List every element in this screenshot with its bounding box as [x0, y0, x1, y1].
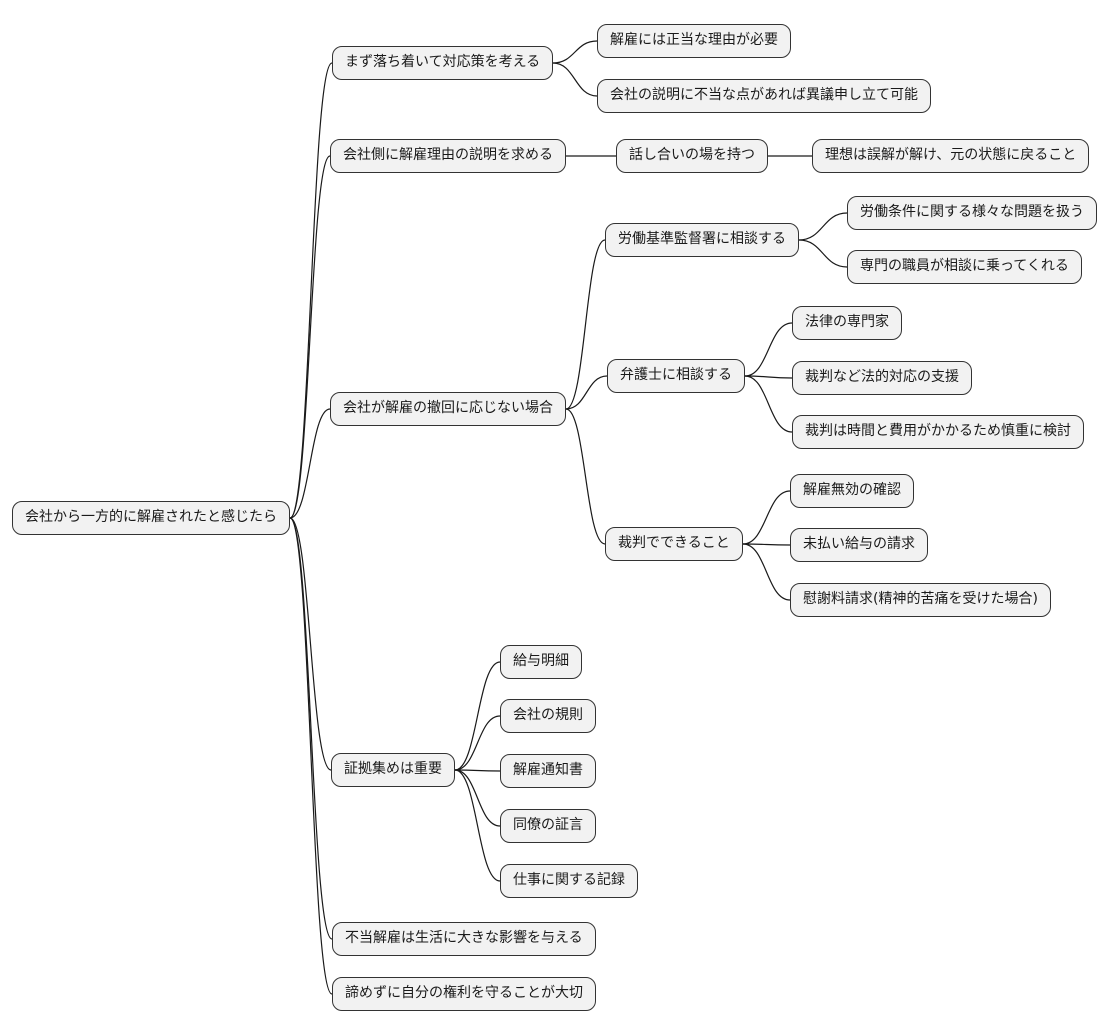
mindmap-node-handles-labor-issues: 労働条件に関する様々な問題を扱う [847, 196, 1097, 230]
mindmap-node-legal-expert: 法律の専門家 [792, 306, 902, 340]
mindmap-node-label: 裁判は時間と費用がかかるため慎重に検討 [805, 423, 1071, 439]
mindmap-node-label: 専門の職員が相談に乗ってくれる [860, 258, 1069, 274]
mindmap-node-label: 裁判など法的対応の支援 [805, 369, 959, 385]
mindmap-node-label: 理想は誤解が解け、元の状態に戻ること [825, 147, 1077, 163]
mindmap-edge [798, 239, 848, 268]
mindmap-edge [552, 62, 598, 97]
mindmap-node-dismissal-notice: 解雇通知書 [500, 754, 596, 788]
mindmap-node-protect-rights: 諦めずに自分の権利を守ることが大切 [332, 977, 596, 1011]
mindmap-node-consult-lawyer: 弁護士に相談する [607, 359, 745, 393]
mindmap-node-label: まず落ち着いて対応策を考える [345, 54, 541, 70]
mindmap-node-label: 解雇には正当な理由が必要 [610, 32, 778, 48]
mindmap-node-hold-discussion: 話し合いの場を持つ [616, 139, 768, 173]
mindmap-node-labor-bureau: 労働基準監督署に相談する [605, 223, 799, 257]
mindmap-node-unpaid-wages: 未払い給与の請求 [790, 528, 928, 562]
mindmap-node-label: 会社側に解雇理由の説明を求める [343, 147, 553, 163]
mindmap-node-calm-down: まず落ち着いて対応策を考える [332, 46, 554, 80]
mindmap-node-ideal-outcome: 理想は誤解が解け、元の状態に戻ること [812, 139, 1090, 173]
mindmap-node-label: 労働基準監督署に相談する [618, 231, 786, 247]
mindmap-edge [798, 212, 848, 241]
mindmap-edge [289, 62, 333, 519]
mindmap-node-ask-reason: 会社側に解雇理由の説明を求める [330, 139, 566, 173]
mindmap-node-label: 労働条件に関する様々な問題を扱う [860, 204, 1084, 220]
mindmap-node-label: 諦めずに自分の権利を守ることが大切 [345, 985, 583, 1001]
mindmap-edge [742, 543, 791, 601]
mindmap-edge [565, 408, 606, 545]
mindmap-node-work-records: 仕事に関する記録 [500, 864, 638, 898]
mindmap-edge [454, 769, 501, 827]
mindmap-edge [454, 661, 501, 771]
mindmap-node-just-cause-needed: 解雇には正当な理由が必要 [597, 24, 791, 58]
mindmap-node-label: 慰謝料請求(精神的苦痛を受けた場合) [803, 591, 1038, 607]
mindmap-node-label: 話し合いの場を持つ [629, 147, 755, 163]
mindmap-edge [742, 543, 791, 546]
mindmap-node-pay-slips: 給与明細 [500, 645, 582, 679]
mindmap-node-objection-possible: 会社の説明に不当な点があれば異議申し立て可能 [597, 79, 931, 113]
mindmap-node-big-impact: 不当解雇は生活に大きな影響を与える [332, 922, 596, 956]
mindmap-node-company-refuses: 会社が解雇の撤回に応じない場合 [330, 392, 566, 426]
mindmap-node-label: 未払い給与の請求 [803, 536, 915, 552]
mindmap-node-label: 同僚の証言 [513, 817, 583, 833]
mindmap-edge [454, 769, 501, 772]
mindmap-edge [744, 375, 793, 433]
mindmap-edge [289, 517, 332, 771]
mindmap-node-gather-evidence: 証拠集めは重要 [331, 753, 455, 787]
mindmap-node-label: 証拠集めは重要 [344, 761, 442, 777]
mindmap-edge [744, 375, 793, 379]
mindmap-node-label: 給与明細 [513, 653, 569, 669]
mindmap-node-label: 会社が解雇の撤回に応じない場合 [343, 400, 553, 416]
mindmap-node-label: 不当解雇は生活に大きな影響を与える [345, 930, 583, 946]
mindmap-node-legal-support: 裁判など法的対応の支援 [792, 361, 972, 395]
mindmap-node-label: 会社から一方的に解雇されたと感じたら [25, 509, 277, 525]
mindmap-node-company-rules: 会社の規則 [500, 699, 596, 733]
mindmap-edge [289, 408, 331, 519]
mindmap-node-root: 会社から一方的に解雇されたと感じたら [12, 501, 290, 535]
mindmap-edge [289, 517, 333, 995]
mindmap-node-label: 会社の説明に不当な点があれば異議申し立て可能 [610, 87, 918, 103]
mindmap-edge [289, 155, 331, 519]
mindmap-node-label: 裁判でできること [618, 535, 730, 551]
mindmap-node-consider-carefully: 裁判は時間と費用がかかるため慎重に検討 [792, 415, 1084, 449]
mindmap-edge [742, 490, 791, 545]
mindmap-edge [289, 517, 333, 940]
mindmap-node-damages-claim: 慰謝料請求(精神的苦痛を受けた場合) [790, 583, 1051, 617]
mindmap-node-nullify-dismissal: 解雇無効の確認 [790, 474, 914, 508]
mindmap-edge [454, 769, 501, 882]
mindmap-node-label: 仕事に関する記録 [513, 872, 625, 888]
mindmap-edge [565, 375, 608, 410]
mindmap-edge [565, 239, 606, 410]
mindmap-node-label: 法律の専門家 [805, 314, 889, 330]
mindmap-node-label: 会社の規則 [513, 707, 583, 723]
mindmap-node-label: 弁護士に相談する [620, 367, 732, 383]
mindmap-edge [744, 322, 793, 377]
mindmap-node-label: 解雇無効の確認 [803, 482, 901, 498]
mindmap-edge [552, 40, 598, 64]
mindmap-node-colleague-testimony: 同僚の証言 [500, 809, 596, 843]
mindmap-node-expert-staff: 専門の職員が相談に乗ってくれる [847, 250, 1082, 284]
mindmap-node-court-options: 裁判でできること [605, 527, 743, 561]
mindmap-node-label: 解雇通知書 [513, 762, 583, 778]
mindmap-edge [454, 715, 501, 771]
